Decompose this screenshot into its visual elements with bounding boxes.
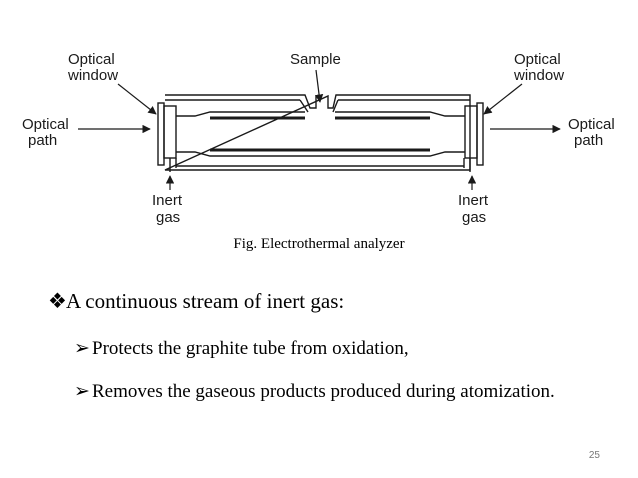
main-bullet-text: A continuous stream of inert gas: bbox=[66, 289, 345, 313]
optical-path-right-label-2: path bbox=[574, 132, 603, 149]
optical-window-right-label-1: Optical bbox=[514, 51, 561, 68]
sub-bullet-text: Protects the graphite tube from oxidatio… bbox=[92, 338, 409, 359]
diamond-bullet-icon: ❖ bbox=[48, 289, 67, 313]
optical-window-right-arrow bbox=[483, 83, 523, 115]
arrow-bullet-icon: ➢ bbox=[74, 338, 90, 359]
sample-arrow bbox=[314, 69, 324, 103]
inert-gas-left-label-2: gas bbox=[156, 209, 180, 226]
inert-gas-right-label-2: gas bbox=[462, 209, 486, 226]
figure-caption: Fig. Electrothermal analyzer bbox=[233, 236, 405, 252]
optical-window-left-arrow bbox=[117, 83, 157, 115]
optical-path-right-label-1: Optical bbox=[568, 116, 615, 133]
optical-path-left-label-1: Optical bbox=[22, 116, 69, 133]
page-number: 25 bbox=[588, 450, 600, 461]
optical-window-right-label-2: window bbox=[513, 67, 564, 84]
electrothermal-analyzer-diagram: Optical window Sample Optical window Opt… bbox=[22, 51, 615, 226]
inert-gas-left-label-1: Inert bbox=[152, 192, 183, 209]
sample-label: Sample bbox=[290, 51, 341, 68]
arrow-bullet-icon: ➢ bbox=[74, 381, 90, 402]
inert-gas-right-label-1: Inert bbox=[458, 192, 489, 209]
optical-path-left-label-2: path bbox=[28, 132, 57, 149]
sub-bullet-text: Removes the gaseous products produced du… bbox=[92, 381, 555, 402]
optical-window-left-label-1: Optical bbox=[68, 51, 115, 68]
optical-window-left-label-2: window bbox=[67, 67, 118, 84]
sub-bullet-2: ➢Removes the gaseous products produced d… bbox=[74, 380, 555, 403]
sub-bullet-1: ➢Protects the graphite tube from oxidati… bbox=[74, 337, 409, 360]
graphite-furnace bbox=[157, 94, 484, 172]
main-bullet: ❖A continuous stream of inert gas: bbox=[48, 289, 344, 314]
